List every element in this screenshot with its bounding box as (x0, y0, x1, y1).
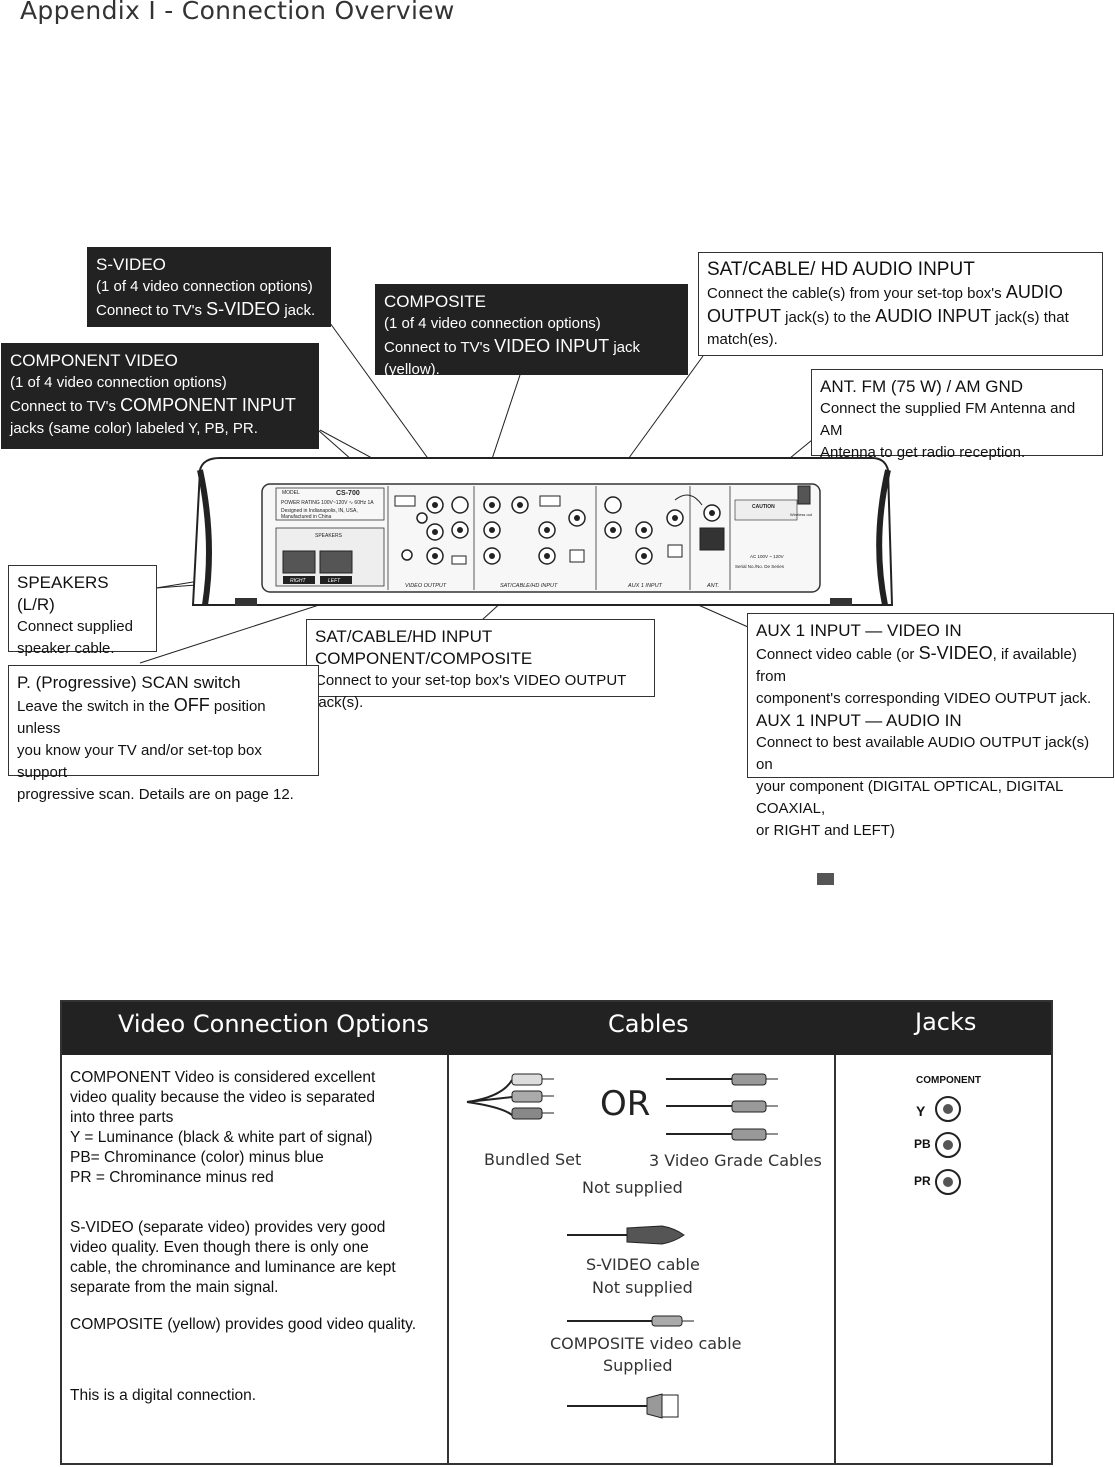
speaker-terminal-left[interactable] (319, 550, 353, 574)
callout-aux: AUX 1 INPUT — VIDEO IN Connect video cab… (747, 613, 1114, 839)
callout-antenna: ANT. FM (75 W) / AM GND Connect the supp… (811, 369, 1103, 461)
jack-pr-label: PR (914, 1174, 931, 1188)
component-jacks-illustration (935, 1096, 961, 1195)
callout-pscan-line1: Leave the switch in the OFF position unl… (17, 695, 266, 737)
wireless-label: Wireless out (790, 512, 813, 517)
composite-description: COMPOSITE (yellow) provides good video q… (70, 1316, 417, 1333)
callout-speakers-line1: Connect supplied (17, 618, 133, 635)
header-cables: Cables (608, 1010, 689, 1038)
callout-sat-audio-line2: OUTPUT jack(s) to the AUDIO INPUT jack(s… (707, 306, 1069, 326)
not-supplied-caption-1: Not supplied (582, 1178, 683, 1197)
video-options-table: Video Connection Options Cables Jacks CO… (60, 1000, 1053, 1465)
cable-illustrations (466, 1073, 961, 1419)
speaker-left-label: LEFT (328, 578, 341, 584)
callout-composite: COMPOSITE (1 of 4 video connection optio… (375, 284, 688, 378)
callout-sat-video-line1: Connect to your set-top box's VIDEO OUTP… (315, 672, 627, 711)
callout-pscan-line3: progressive scan. Details are on page 12… (17, 786, 294, 803)
aux-input-label: AUX 1 INPUT (627, 583, 663, 589)
callout-svideo-line1: (1 of 4 video connection options) (96, 278, 313, 295)
model-label: MODEL (282, 490, 300, 496)
callout-speakers-title: SPEAKERS (L/R) (17, 573, 109, 614)
designed-in: Designed in Indianapolis, IN, USA, (281, 508, 358, 514)
callout-aux-line5: or RIGHT and LEFT) (756, 822, 895, 839)
speaker-right-label: RIGHT (290, 578, 307, 584)
callout-antenna-line1: Connect the supplied FM Antenna and AM (820, 400, 1076, 439)
composite-cable-icon (567, 1315, 694, 1327)
speakers-label: SPEAKERS (315, 533, 343, 539)
bundled-set-caption: Bundled Set (484, 1150, 582, 1169)
bundled-cable-icon (466, 1073, 554, 1120)
callout-sat-video-title1: SAT/CABLE/HD INPUT (315, 627, 493, 646)
callout-pscan: P. (Progressive) SCAN switch Leave the s… (8, 665, 319, 803)
speaker-terminal-right[interactable] (282, 550, 316, 574)
not-supplied-caption-2: Not supplied (592, 1278, 693, 1297)
callout-sat-audio-line3: match(es). (707, 331, 778, 348)
svideo-description: S-VIDEO (separate video) provides very g… (70, 1219, 396, 1296)
callout-sat-audio-title: SAT/CABLE/ HD AUDIO INPUT (707, 259, 975, 280)
callout-component-line2: Connect to TV's COMPONENT INPUT (10, 395, 296, 415)
callout-speakers: SPEAKERS (L/R) Connect supplied speaker … (8, 565, 157, 657)
composite-cable-caption: COMPOSITE video cable (550, 1334, 742, 1353)
callout-svideo: S-VIDEO (1 of 4 video connection options… (87, 247, 331, 327)
callout-antenna-line2: Antenna to get radio reception. (820, 444, 1026, 461)
optical-cable-icon (567, 1393, 679, 1419)
three-cables-caption: 3 Video Grade Cables (649, 1151, 822, 1170)
am-gnd-terminal[interactable] (699, 527, 725, 551)
callout-aux-line1: Connect video cable (or S-VIDEO, if avai… (756, 643, 1077, 685)
callout-component-line3: jacks (same color) labeled Y, PB, PR. (10, 420, 258, 437)
callout-sat-video: SAT/CABLE/HD INPUT COMPONENT/COMPOSITE C… (306, 619, 655, 711)
ac-label: AC 100V ~ 120V (750, 554, 784, 559)
callout-composite-line2: Connect to TV's VIDEO INPUT jack (yellow… (384, 336, 641, 378)
ant-label: ANT. (706, 583, 719, 589)
callout-pscan-title: P. (Progressive) SCAN switch (17, 673, 241, 692)
callout-svideo-title: S-VIDEO (96, 255, 166, 274)
callout-component-title: COMPONENT VIDEO (10, 351, 178, 370)
callout-sat-audio-line1: Connect the cable(s) from your set-top b… (707, 282, 1063, 302)
model-name: CS-700 (336, 490, 360, 497)
callout-speakers-line2: speaker cable. (17, 640, 115, 657)
optical-in-jack[interactable] (569, 549, 585, 563)
receiver-rear-panel: MODEL CS-700 POWER RATING 100V~120V ∿ 60… (191, 457, 894, 606)
supplied-caption: Supplied (603, 1356, 673, 1375)
pscan-switch[interactable] (451, 555, 467, 565)
callout-component-line1: (1 of 4 video connection options) (10, 374, 227, 391)
callout-composite-line1: (1 of 4 video connection options) (384, 315, 601, 332)
callout-aux-title1: AUX 1 INPUT — VIDEO IN (756, 621, 962, 640)
svideo-cable-icon (567, 1225, 685, 1245)
power-rating: POWER RATING 100V~120V ∿ 60Hz 1A (281, 500, 374, 506)
callout-aux-line2: component's corresponding VIDEO OUTPUT j… (756, 690, 1092, 707)
component-out-y[interactable] (416, 512, 428, 524)
header-jacks: Jacks (915, 1008, 977, 1036)
callout-sat-video-title2: COMPONENT/COMPOSITE (315, 649, 533, 668)
callout-composite-title: COMPOSITE (384, 292, 487, 311)
svideo-cable-caption: S-VIDEO cable (586, 1255, 700, 1274)
callout-antenna-title: ANT. FM (75 W) / AM GND (820, 377, 1024, 396)
jack-y-label: Y (916, 1103, 926, 1119)
caution-label: CAUTION (752, 504, 775, 510)
callout-aux-line4: your component (DIGITAL OPTICAL, DIGITAL… (756, 778, 1063, 817)
jacks-component-label: COMPONENT (916, 1075, 981, 1086)
table-header: Video Connection Options Cables Jacks (62, 1002, 1051, 1055)
three-cables-icon (666, 1073, 778, 1141)
callout-component: COMPONENT VIDEO (1 of 4 video connection… (1, 343, 319, 449)
serial-label: Serial No./No. De Series (735, 564, 785, 569)
callout-aux-title2: AUX 1 INPUT — AUDIO IN (756, 711, 962, 730)
callout-svideo-line2: Connect to TV's S-VIDEO jack. (96, 299, 316, 319)
component-description: COMPONENT Video is considered excellent … (70, 1069, 376, 1186)
video-output-label: VIDEO OUTPUT (405, 583, 447, 589)
jack-pb-label: PB (914, 1137, 931, 1151)
page-marker (817, 873, 834, 885)
digital-description: This is a digital connection. (70, 1387, 257, 1404)
sat-input-label: SAT/CABLE/HD INPUT (500, 583, 558, 589)
or-label: OR (600, 1084, 651, 1124)
callout-aux-line3: Connect to best available AUDIO OUTPUT j… (756, 734, 1090, 773)
page-title: Appendix I - Connection Overview (20, 0, 455, 25)
callout-pscan-line2: you know your TV and/or set-top box supp… (17, 742, 262, 781)
callout-sat-audio: SAT/CABLE/ HD AUDIO INPUT Connect the ca… (698, 252, 1103, 356)
manufactured-in: Manufactured in China (281, 514, 332, 520)
header-options: Video Connection Options (118, 1010, 429, 1038)
svideo-out-jack[interactable] (451, 496, 469, 514)
